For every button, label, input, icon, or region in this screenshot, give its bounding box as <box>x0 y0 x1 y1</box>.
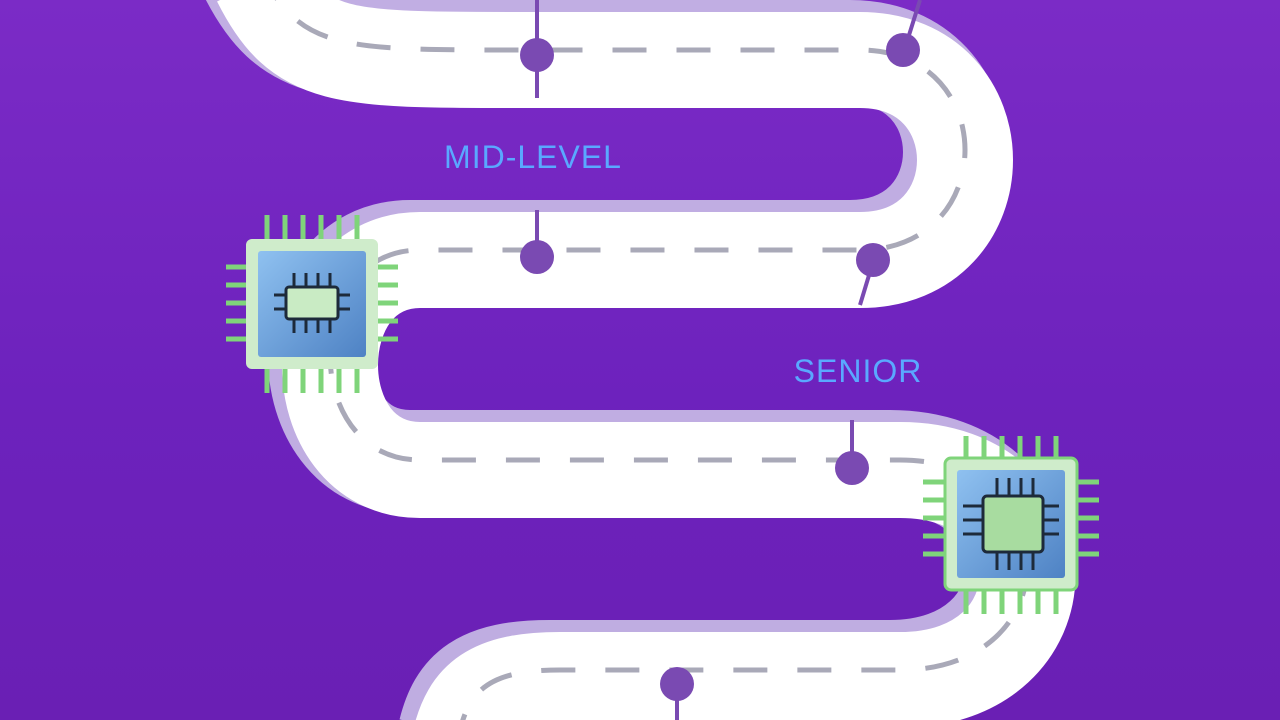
stage-label-senior: SENIOR <box>794 353 923 389</box>
microchip-icon <box>923 436 1099 614</box>
lane-dashes <box>274 0 1030 720</box>
milestone-pin <box>520 0 554 98</box>
milestone-pin <box>660 667 694 720</box>
microchip-icon <box>226 215 398 393</box>
milestone-markers <box>520 0 922 720</box>
milestone-pin <box>856 243 890 306</box>
milestone-pin <box>886 0 922 67</box>
stage-label-mid-level: MID-LEVEL <box>444 139 622 175</box>
milestone-pin <box>835 420 869 485</box>
milestone-pin <box>520 210 554 274</box>
